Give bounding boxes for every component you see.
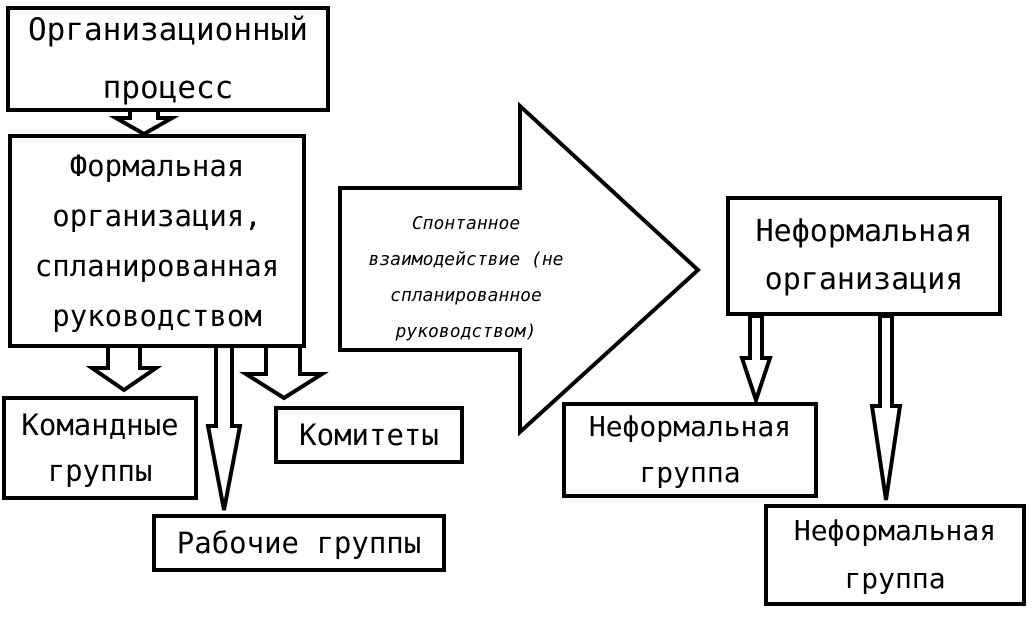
node-work-groups: Рабочие группы <box>152 514 446 572</box>
node-formal-org-label: Формальная организация, спланированная р… <box>34 149 280 333</box>
node-org-process: Организационный процесс <box>6 6 330 112</box>
node-spontaneous-label: Спонтанное взаимодействие (не спланирова… <box>368 213 564 342</box>
node-informal-org-label: Неформальная организация <box>755 214 973 297</box>
node-command-groups-label: Командные группы <box>21 408 179 488</box>
node-committees-label: Комитеты <box>299 418 439 452</box>
node-informal-group-2-label: Неформальная группа <box>793 514 997 595</box>
arrow-formal-to-committees <box>239 344 329 401</box>
arrow-informal-to-group-1 <box>739 314 773 407</box>
node-command-groups: Командные группы <box>2 396 198 500</box>
node-informal-group-1-label: Неформальная группа <box>588 410 792 489</box>
arrow-formal-to-command <box>85 344 163 393</box>
node-informal-group-2: Неформальная группа <box>764 504 1026 606</box>
node-work-groups-label: Рабочие группы <box>176 526 422 560</box>
arrow-formal-to-work <box>205 344 243 511</box>
node-informal-org: Неформальная организация <box>726 196 1002 316</box>
node-formal-org: Формальная организация, спланированная р… <box>8 134 306 348</box>
arrow-process-to-formal <box>108 108 180 137</box>
node-informal-group-1: Неформальная группа <box>562 402 818 498</box>
arrow-informal-to-group-2 <box>869 314 903 501</box>
node-org-process-label: Организационный процесс <box>28 12 308 106</box>
arrow-spontaneous-interaction <box>338 101 701 437</box>
node-committees: Комитеты <box>274 406 464 464</box>
